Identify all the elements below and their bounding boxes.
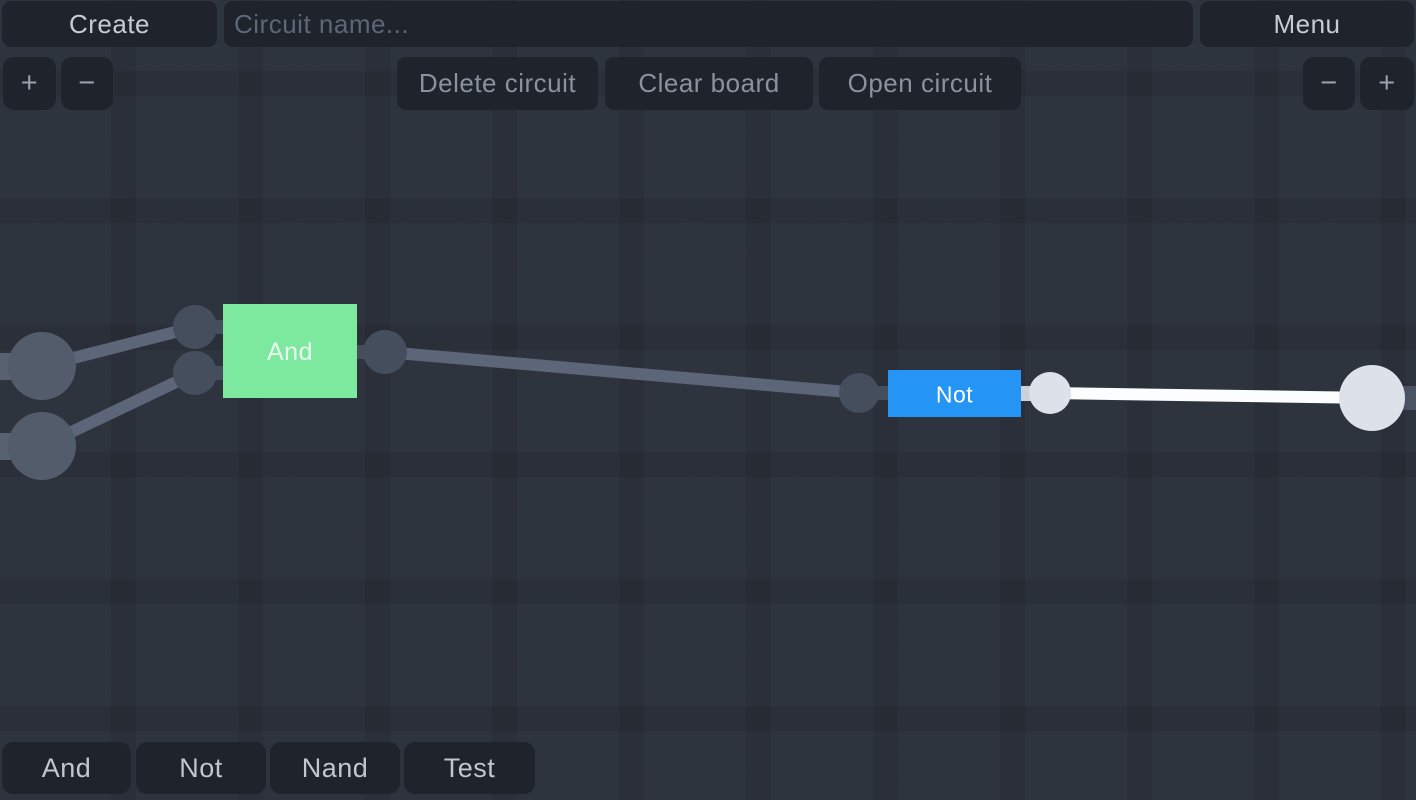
- palette-item-not[interactable]: Not: [136, 742, 266, 794]
- zoom-in-button-left[interactable]: +: [3, 57, 56, 110]
- zoom-out-button-right[interactable]: −: [1303, 57, 1355, 110]
- create-button[interactable]: Create: [2, 1, 217, 47]
- not-output-pin[interactable]: [1029, 372, 1071, 414]
- zoom-out-button-left[interactable]: −: [61, 57, 113, 110]
- gate-not-label: Not: [936, 382, 973, 408]
- palette-item-nand[interactable]: Nand: [270, 742, 400, 794]
- gate-and[interactable]: [223, 304, 357, 398]
- input-node-a[interactable]: [8, 332, 76, 400]
- wire-and-out-to-not-in[interactable]: [384, 346, 860, 399]
- gate-not[interactable]: [888, 370, 1021, 417]
- and-output-pin[interactable]: [363, 330, 407, 374]
- output-node[interactable]: [1339, 365, 1405, 431]
- palette-item-test[interactable]: Test: [404, 742, 535, 794]
- and-input-pin-2[interactable]: [173, 351, 217, 395]
- zoom-in-button-right[interactable]: +: [1360, 57, 1414, 110]
- input-node-b[interactable]: [8, 412, 76, 480]
- circuit-name-input[interactable]: [224, 1, 1193, 47]
- open-circuit-button[interactable]: Open circuit: [819, 57, 1021, 110]
- not-input-pin[interactable]: [839, 373, 879, 413]
- clear-board-button[interactable]: Clear board: [605, 57, 813, 110]
- wire-not-out-to-output-node[interactable]: [1049, 387, 1373, 404]
- and-input-pin-1[interactable]: [173, 305, 217, 349]
- palette-item-and[interactable]: And: [2, 742, 131, 794]
- menu-button[interactable]: Menu: [1200, 1, 1414, 47]
- delete-circuit-button[interactable]: Delete circuit: [397, 57, 598, 110]
- gate-and-label: And: [267, 338, 313, 366]
